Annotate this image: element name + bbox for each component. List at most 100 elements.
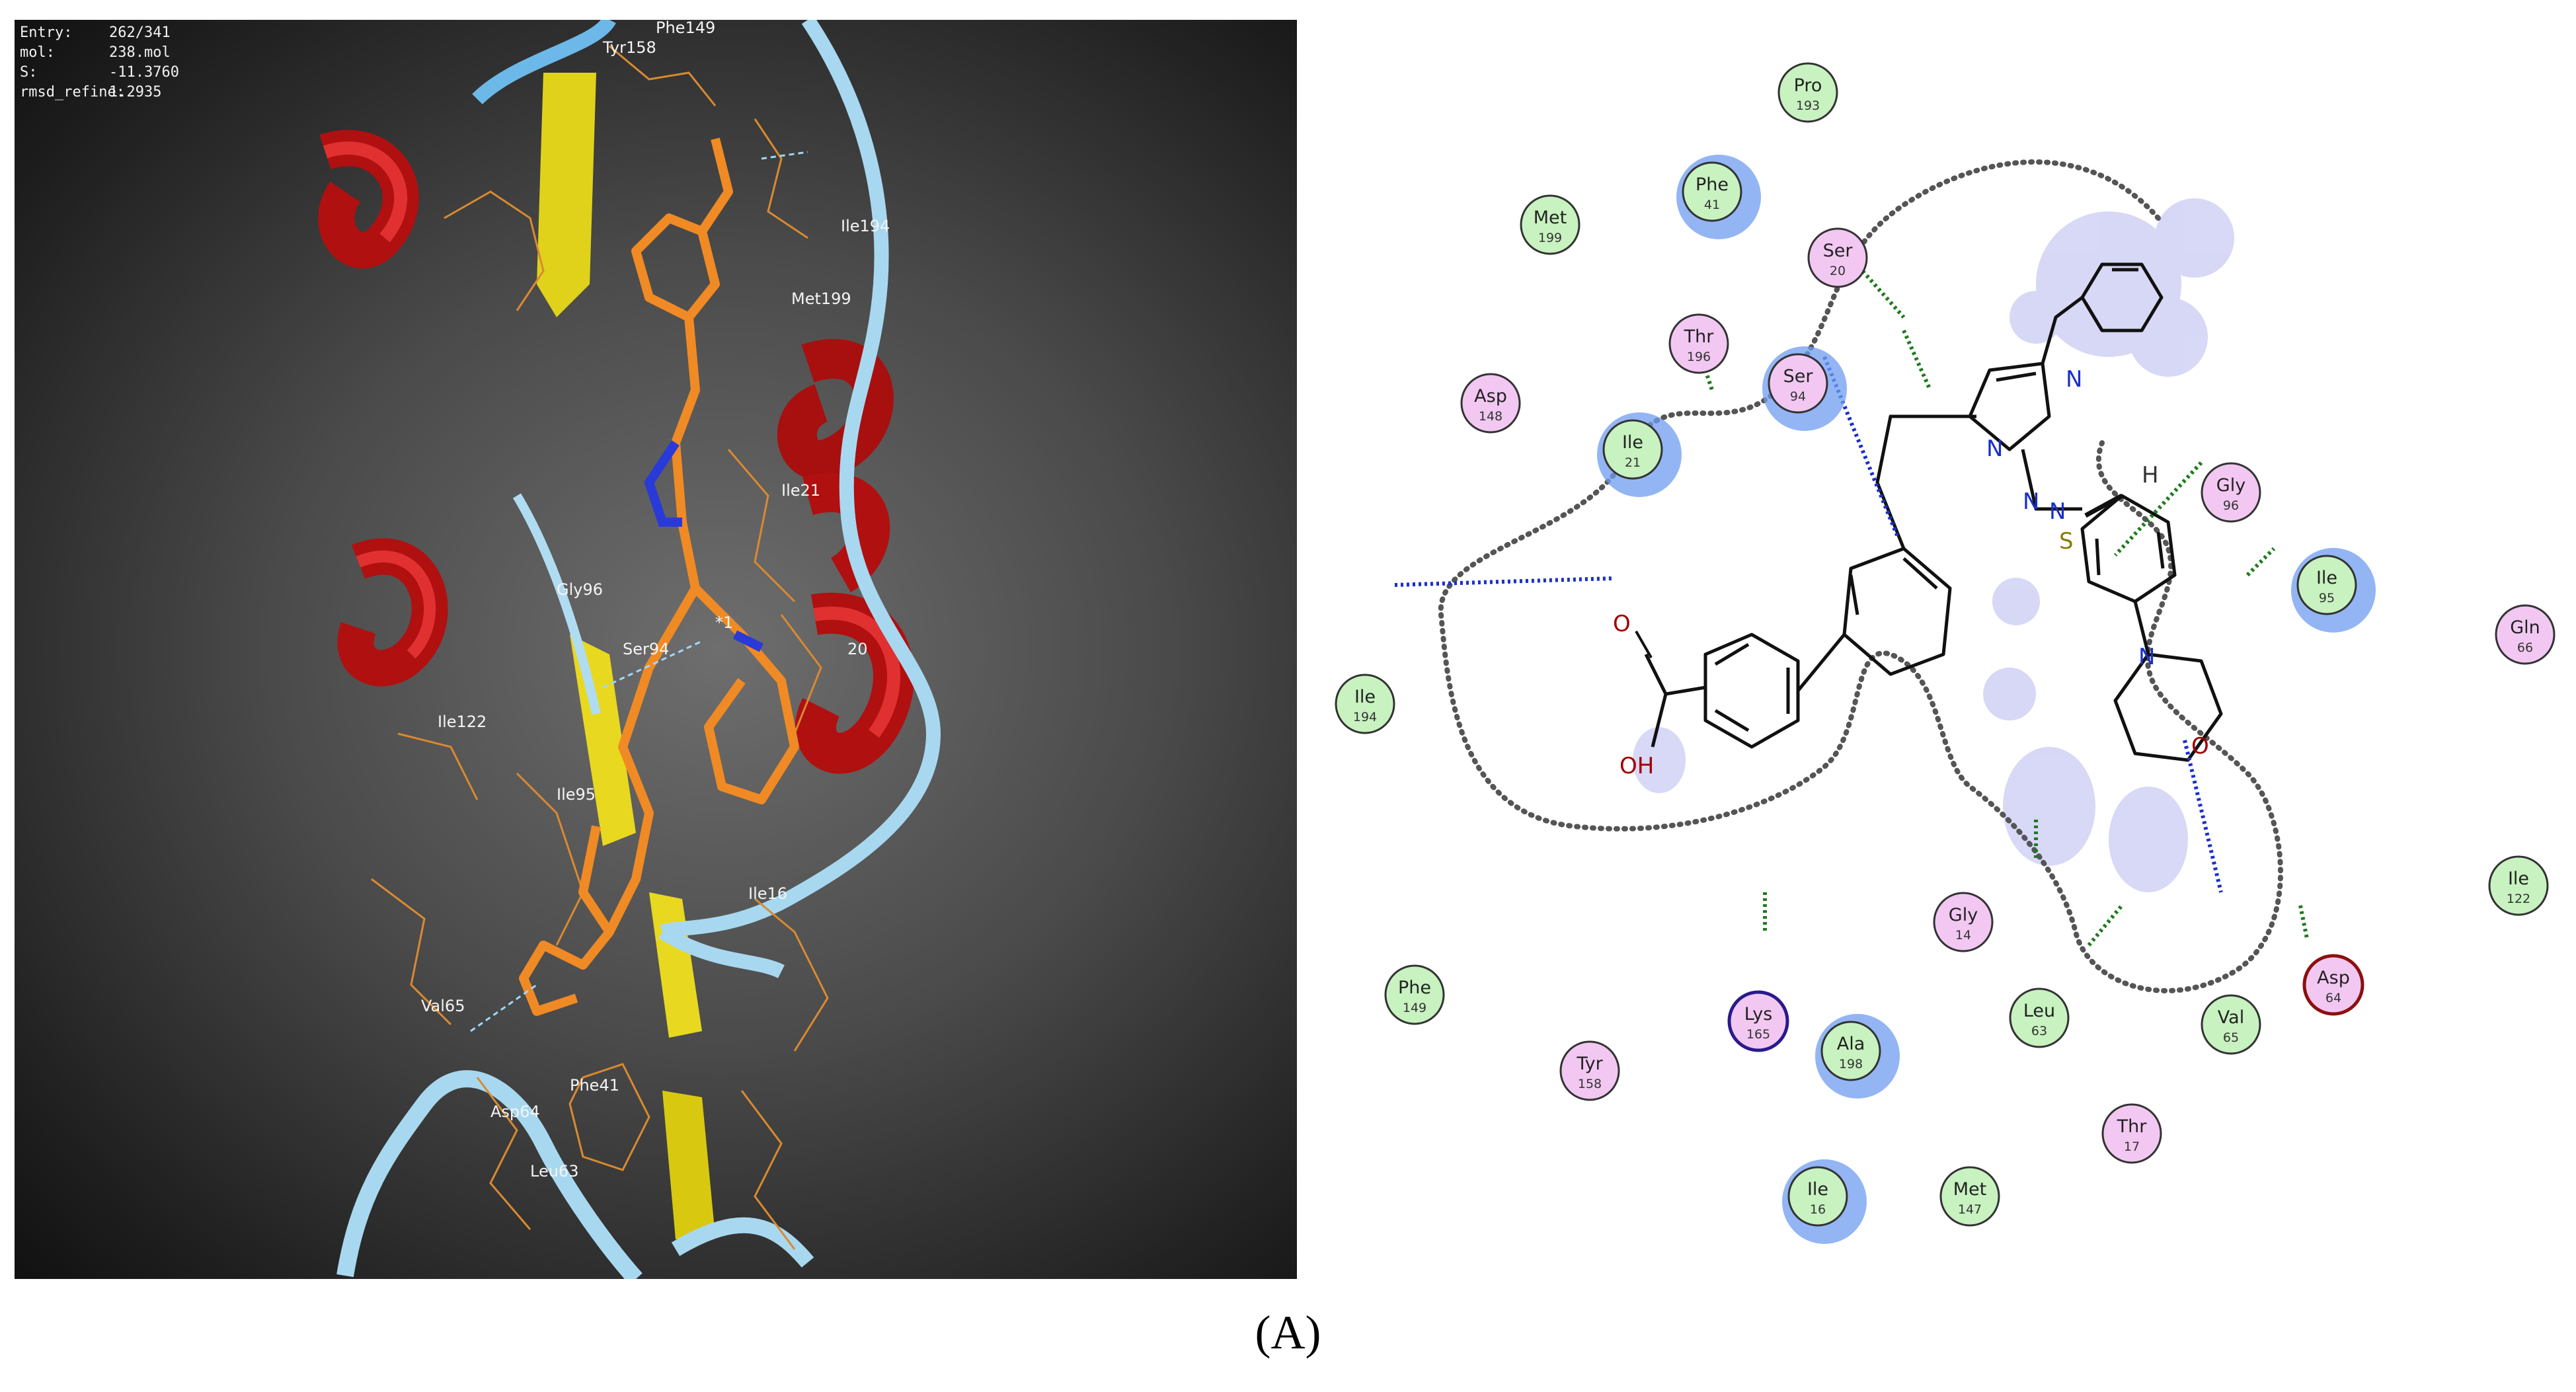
docking-info-value: 238.mol: [109, 44, 171, 61]
residue-disc: [1460, 373, 1521, 434]
ligand-nitrogens: [644, 440, 764, 652]
residue-disc: [1787, 1166, 1848, 1227]
residue-number: 63: [2031, 1024, 2047, 1038]
atom-oh: OH: [1620, 753, 1654, 779]
residue-tyr-158: Tyr158: [1559, 1040, 1620, 1101]
residue-phe-41: Phe41: [1676, 155, 1761, 239]
residue-name: Gln: [2510, 617, 2540, 638]
coil-center-bottom: [658, 925, 785, 979]
residue-disc: [1777, 62, 1838, 123]
residue-disc: [1520, 194, 1581, 255]
residue-disc: [1820, 1021, 1881, 1081]
arene-h-ring: [1902, 329, 1932, 391]
residue-val-65: Val65: [2201, 994, 2261, 1055]
residue-ile-21: Ile21: [1597, 412, 1682, 497]
residue-met-199: Met199: [1520, 194, 1581, 255]
docking-info-value: 1.2935: [109, 84, 162, 100]
residue-gly-96: Gly96: [2201, 462, 2261, 523]
residue-name: Asp: [2317, 968, 2350, 988]
residue-disc: [1768, 353, 1828, 414]
hbond-dashes: [470, 151, 808, 1032]
residue-disc: [1384, 964, 1445, 1025]
residue-number: 41: [1704, 198, 1720, 212]
ligand-atom-labels: O OH S N N N N O N H: [1613, 366, 2209, 779]
protein-residue-label: Val65: [421, 997, 465, 1015]
residue-disc: [1939, 1166, 2000, 1227]
docking-info-key: rmsd_refine:: [20, 84, 125, 100]
hbond-val65: [2183, 740, 2223, 893]
residue-asp-64: Asp 64: [2302, 954, 2364, 1016]
atom-n-morph: N: [2138, 644, 2155, 670]
residue-name: Asp: [1474, 386, 1507, 406]
residue-number: 96: [2223, 498, 2239, 513]
benzoic-ring: [1703, 633, 1800, 749]
strand-bottom-right: [649, 892, 702, 1038]
residue-number: 64: [2325, 991, 2341, 1005]
helix-right-lower: [795, 592, 914, 774]
residue-number: 16: [1810, 1202, 1826, 1217]
protein-residue-label: Met199: [791, 290, 851, 308]
residue-disc: [1933, 892, 1994, 952]
protein-residue-label: 20: [847, 640, 868, 658]
docking-info-row: Entry:262/341: [20, 24, 171, 42]
residue-name: Ile: [1354, 687, 1376, 707]
docking-info-value: 262/341: [109, 24, 171, 41]
docking-info-key: S:: [20, 64, 38, 81]
atom-n3: N: [2049, 498, 2066, 525]
residue-sticks: [371, 45, 829, 1250]
residue-leu-63: Leu 63: [2009, 987, 2070, 1048]
residue-disc: [2495, 604, 2556, 665]
protein-residue-label: Gly96: [557, 580, 603, 599]
protein-residue-label: *1: [715, 613, 733, 632]
residue-phe-149: Phe149: [1384, 964, 1445, 1025]
docking-info-row: S:-11.3760: [20, 63, 179, 82]
coil-mid: [512, 493, 601, 715]
residue-name: Val: [2218, 1007, 2244, 1028]
atom-n2: N: [1986, 436, 2003, 462]
protein-residue-label: Phe41: [570, 1076, 619, 1095]
residue-number: 199: [1538, 231, 1562, 245]
residue-name: Phe: [1398, 978, 1431, 998]
residue-discs: Pro193Phe41Met199Ser20Thr196Ser94Asp148I…: [1335, 62, 2556, 1244]
residue-name: Met: [1953, 1179, 1987, 1200]
hbond-ile194: [1394, 576, 1614, 587]
residue-disc: [2009, 987, 2070, 1048]
residue-disc: [2201, 462, 2261, 523]
coil-bottom-right: [671, 1217, 814, 1268]
residue-ile-194: Ile194: [1335, 674, 1395, 734]
residue-name: Gly: [1949, 905, 1978, 925]
residue-name: Ala: [1837, 1034, 1865, 1054]
residue-name: Lys: [1744, 1004, 1773, 1025]
ligand-2d-structure: [1635, 262, 2223, 762]
residue-ile-95: Ile95: [2291, 548, 2376, 633]
residue-disc: [2302, 954, 2364, 1016]
residue-ile-122: Ile122: [2488, 855, 2549, 916]
figure-panel-label: (A): [1255, 1306, 1321, 1359]
protein-ligand-3d-render: Tyr158Phe149Ile194Met199Ile21Gly96Ser94I…: [318, 20, 941, 1279]
residue-number: 122: [2507, 892, 2530, 906]
residue-number: 66: [2517, 640, 2533, 655]
residue-disc: [2488, 855, 2549, 916]
protein-residue-label: Asp64: [490, 1102, 540, 1121]
residue-disc: [1335, 674, 1395, 734]
protein-residue-label: Ser94: [623, 640, 669, 658]
residue-name: Ile: [1622, 432, 1643, 453]
coil-right: [660, 20, 941, 939]
residue-disc: [2296, 555, 2357, 615]
residue-name: Ile: [1807, 1179, 1828, 1200]
residue-name: Leu: [2023, 1001, 2055, 1021]
protein-residue-label: Ile194: [841, 217, 890, 235]
residue-name: Ser: [1823, 241, 1854, 261]
residue-number: 193: [1796, 98, 1820, 113]
atom-n1: N: [2066, 366, 2082, 393]
strand-bottom: [662, 1091, 715, 1239]
protein-residue-label: Tyr158: [602, 38, 656, 57]
residue-disc: [1807, 227, 1868, 288]
residue-number: 165: [1746, 1027, 1770, 1042]
